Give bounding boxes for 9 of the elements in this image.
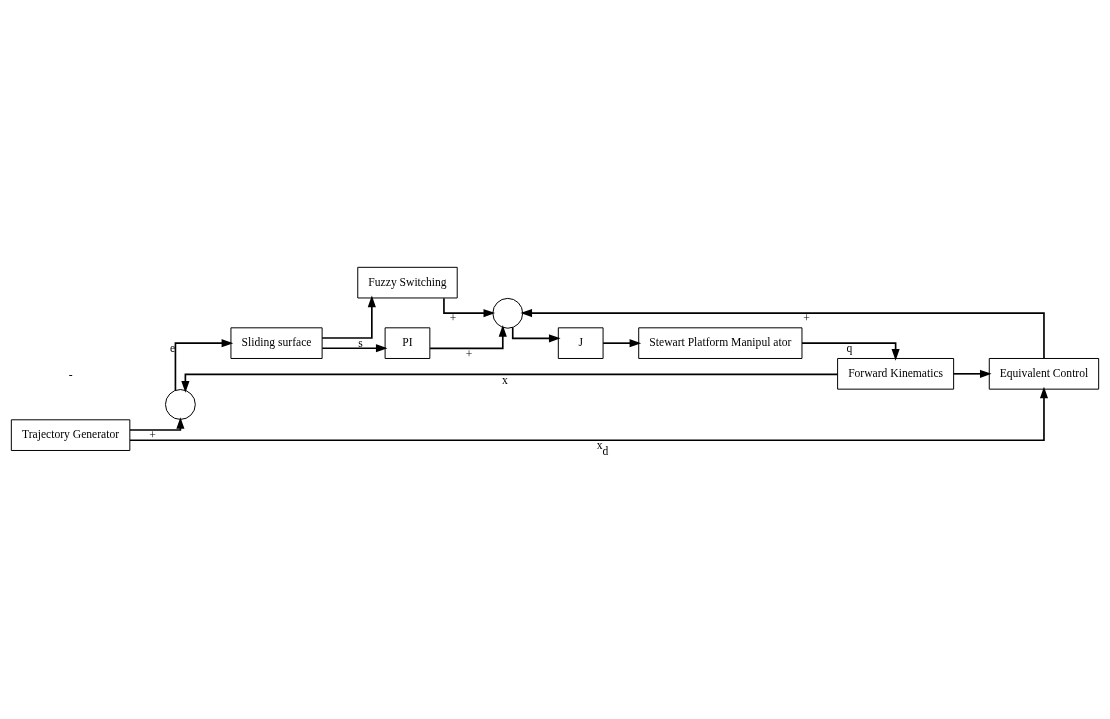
edge-label: +: [465, 347, 473, 361]
edge-label: e: [169, 341, 176, 355]
edge-label: +: [803, 311, 810, 325]
edge-label: s: [358, 336, 363, 350]
edge-label: +: [449, 311, 457, 325]
label: -: [68, 367, 73, 381]
edge-label: +: [149, 428, 156, 442]
edge-label: q: [846, 341, 853, 355]
edge-label: x: [501, 373, 508, 387]
